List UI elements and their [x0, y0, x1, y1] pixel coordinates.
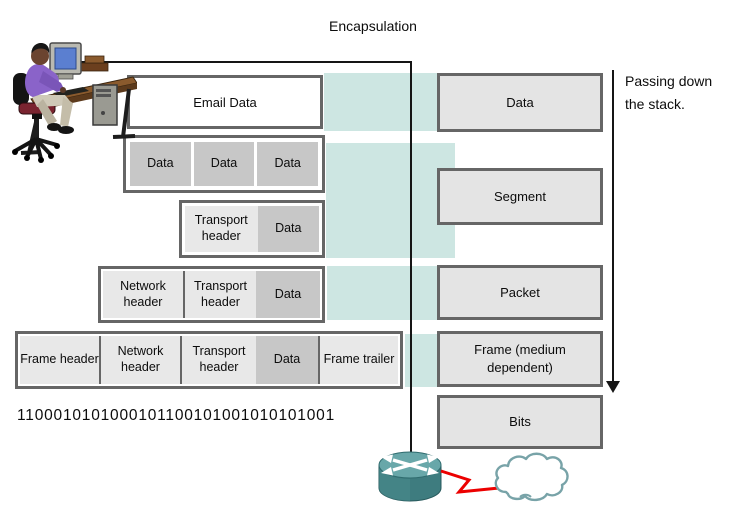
- pdu-box-bits: Bits: [437, 395, 603, 449]
- diagram-title: Encapsulation: [329, 18, 417, 34]
- bit-stream-text: 1100010101000101100101001010101001: [17, 407, 335, 424]
- pdu-box-segment: Segment: [437, 168, 603, 225]
- pdu-label-bits: Bits: [509, 414, 531, 430]
- email-data-box: Email Data: [127, 75, 323, 129]
- flow-band-packet: [327, 266, 438, 320]
- cell-divider: [180, 336, 182, 384]
- passing-down-arrow-head-icon: [606, 381, 620, 393]
- segmented-data-box: Data Data Data: [123, 135, 325, 193]
- passing-down-arrow-line: [612, 70, 614, 382]
- user-at-workstation-icon: [12, 42, 137, 163]
- network-header-cell: Network header: [103, 271, 183, 318]
- transport-header-cell: Transport header: [182, 336, 256, 384]
- data-cell: Data: [257, 206, 319, 252]
- pdu-label-segment: Segment: [493, 188, 547, 204]
- data-cell: Data: [256, 271, 320, 318]
- cell-divider: [183, 271, 185, 318]
- pdu-label-data: Data: [506, 94, 534, 110]
- transport-header-cell: Transport header: [185, 206, 258, 252]
- data-cell: Data: [256, 336, 318, 384]
- passing-down-note: Passing down the stack.: [625, 70, 732, 116]
- pdu-label-packet: Packet: [500, 284, 540, 300]
- network-header-cell: Network header: [101, 336, 180, 384]
- packet-pdu-box: Network header Transport header Data: [98, 266, 325, 323]
- pdu-box-frame: Frame (medium dependent): [437, 331, 603, 387]
- pdu-box-packet: Packet: [437, 265, 603, 320]
- data-cell: Data: [130, 142, 191, 186]
- transport-header-cell: Transport header: [185, 271, 256, 318]
- frame-pdu-box: Frame header Network header Transport he…: [15, 331, 403, 389]
- data-cell: Data: [193, 142, 255, 186]
- flow-band-data: [324, 73, 437, 131]
- pdu-box-data: Data: [437, 73, 603, 132]
- flow-band-segment: [326, 143, 455, 258]
- passing-down-note-line1: Passing down: [625, 73, 713, 89]
- host-wire-vertical: [410, 61, 412, 455]
- data-cell: Data: [257, 142, 319, 186]
- email-data-label: Email Data: [193, 94, 257, 110]
- cell-divider: [318, 336, 320, 384]
- segment-pdu-box: Transport header Data: [179, 200, 325, 258]
- router-icon: [378, 451, 442, 502]
- frame-trailer-cell: Frame trailer: [320, 336, 398, 384]
- host-wire-horizontal: [77, 61, 412, 63]
- serial-link-bolt-icon: [440, 469, 500, 494]
- frame-header-cell: Frame header: [20, 336, 99, 384]
- cell-divider: [99, 336, 101, 384]
- pdu-label-frame: Frame (medium dependent): [474, 342, 566, 375]
- network-cloud-icon: [494, 452, 569, 502]
- passing-down-note-line2: the stack.: [625, 96, 685, 112]
